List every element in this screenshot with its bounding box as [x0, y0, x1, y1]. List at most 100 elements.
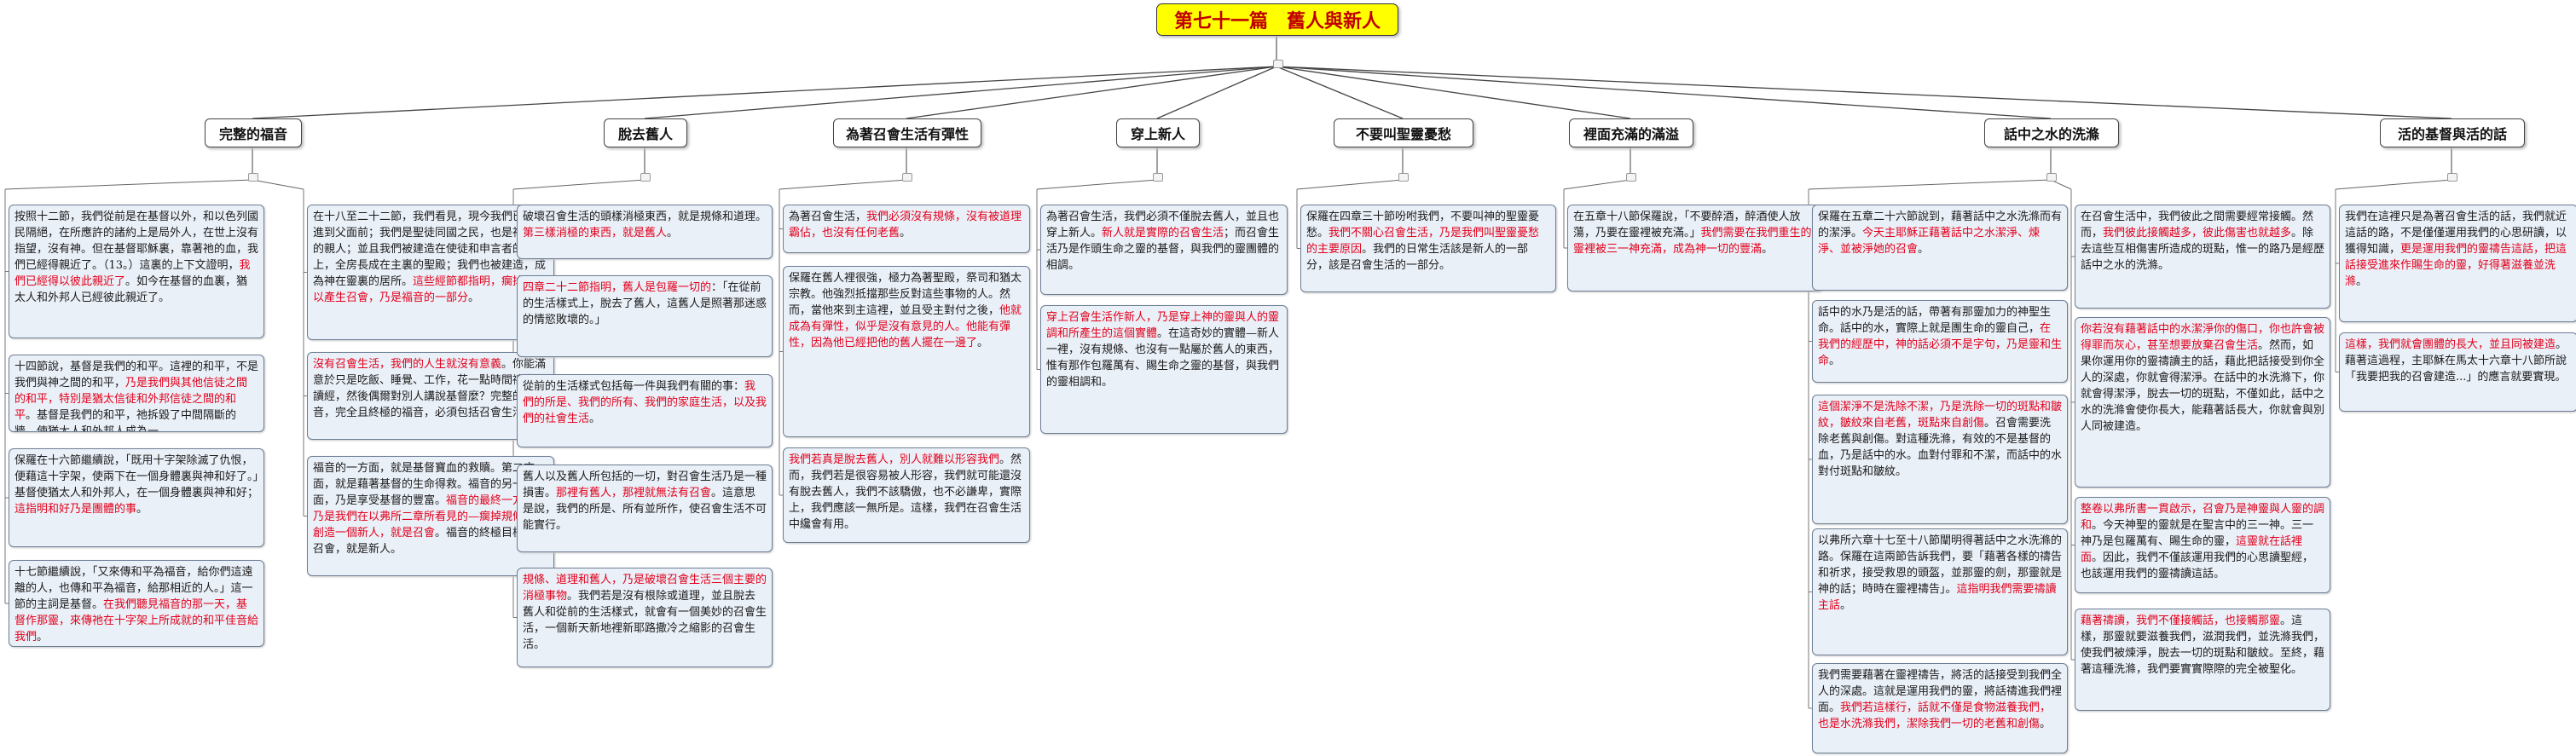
highlighted-text: 在我們的經歷中，神的話必須不是字句，乃是靈和生命: [1818, 322, 2063, 367]
topic-note[interactable]: 舊人以及舊人所包括的一切，對召會生活乃是一種損害。那裡有舊人，那裡就無法有召會。…: [517, 465, 773, 552]
branch-connector-line: [1276, 66, 2052, 119]
note-text: 在五章十八節保羅說，「不要醉酒，醉酒使人放蕩，乃要在靈裡被充滿。」: [1573, 211, 1801, 239]
highlighted-text: 這個潔淨不是洗除不潔，乃是洗除一切的斑點和皺紋，皺紋來自老舊，斑點來自創傷: [1818, 401, 2063, 430]
branch-connector-node: [2447, 173, 2457, 182]
note-text: 。基督是我們的和平，祂拆毀了中間隔斷的牆，使猶太人和外邦人成為一。: [14, 409, 237, 432]
branch-connector-line: [1276, 66, 1404, 119]
highlighted-text: 藉著禱讀，我們不僅接觸話，也接觸那靈: [2081, 615, 2281, 627]
note-text: 舊人以及舊人所包括的一切，對召會生活乃是一種損害。: [523, 470, 767, 499]
topic-note[interactable]: 我們需要藉著在靈裡禱告，將活的話接受到我們全人的深處。這就是運用我們的靈，將話禱…: [1812, 663, 2068, 753]
topic-note[interactable]: 規條、道理和舊人，乃是破壞召會生活三個主要的消極事物。我們若是沒有根除或道理，並…: [517, 568, 773, 667]
note-text: 。如今在基督的血裏，猶太人和外邦人已經彼此親近了。: [14, 275, 248, 304]
topic-note[interactable]: 在五章十八節保羅說，「不要醉酒，醉酒使人放蕩，乃要在靈裡被充滿。」我們需要在我們…: [1567, 205, 1823, 291]
note-text: 。今天神聖的靈就是在聖言中的三一神。三一神乃是包羅萬有、賜生命的靈，: [2081, 519, 2314, 548]
topic-note[interactable]: 藉著禱讀，我們不僅接觸話，也接觸那靈。這樣，那靈就要滋養我們，滋潤我們，並洗滌我…: [2075, 609, 2330, 711]
branch-connector-node: [1153, 173, 1163, 182]
highlighted-text: 我們必須沒有規條，沒有被道理霸佔，也沒有任何老舊: [789, 211, 1022, 239]
topic-note[interactable]: 十七節繼續說，「又來傳和平為福音，給你們這遠離的人，也傳和平為福音，給那相近的人…: [9, 560, 264, 647]
highlighted-text: 我們若真是脫去舊人，別人就難以形容我們: [789, 453, 1000, 466]
highlighted-text: 這樣，我們就會團體的長大，並且同被建造: [2345, 338, 2556, 351]
note-text: 按照十二節，我們從前是在基督以外，和以色列國民隔絕，在所應許的諸約上是局外人，在…: [14, 211, 259, 272]
branch-topic[interactable]: 為著召會生活有彈性: [833, 118, 981, 147]
note-text: 十四節說，基督是我們的和平。這裡的和平，不是我們與神之間的和平，: [14, 361, 259, 390]
highlighted-text: 他就成為有彈性，似乎是沒有意見的人。他能有彈性，因為他已經把他的舊人擺在一邊了: [789, 304, 1022, 349]
note-text: 為著召會生活，: [789, 211, 867, 223]
highlighted-text: 整卷以弗所書一貫啟示，召會乃是神靈與人靈的調和: [2081, 503, 2325, 532]
highlighted-text: 我們的所是、我們的所有、我們的家庭生活，以及我們的社會生活: [523, 380, 767, 425]
topic-note[interactable]: 保羅在五章二十六節說到，藉著話中之水洗滌而有的潔淨。今天主耶穌正藉著話中之水潔淨…: [1812, 205, 2068, 291]
highlighted-text: 四章二十二節指明，舊人是包羅一切的: [523, 281, 712, 294]
topic-note[interactable]: 破壞召會生活的頭樣消極東西，就是規條和道理。第三樣消極的東西，就是舊人。: [517, 205, 773, 259]
topic-note[interactable]: 保羅在四章三十節吩咐我們，不要叫神的聖靈憂愁。我們不關心召會生活，乃是我們叫聖靈…: [1300, 205, 1556, 292]
note-text: 保羅在五章二十六節說到，藉著話中之水洗滌而有的潔淨。: [1818, 211, 2063, 239]
branch-topic[interactable]: 完整的福音: [205, 118, 302, 147]
branch-connector-line: [252, 66, 1277, 119]
note-text: 。因此，我們不僅該運用我們的心思讀聖經，也該運用我們的靈禱讀這話。: [2081, 551, 2314, 580]
topic-note[interactable]: 按照十二節，我們從前是在基督以外，和以色列國民隔絕，在所應許的諸約上是局外人，在…: [9, 205, 264, 338]
note-text: 保羅在十六節繼續說，「既用十字架除滅了仇恨，便藉這十字架，使兩下在一個身體裏與神…: [14, 454, 259, 499]
branch-topic[interactable]: 裡面充滿的滿溢: [1569, 118, 1693, 147]
column-connector-line: [252, 179, 304, 190]
note-text: ：「在從前的生活樣式上，脫去了舊人，這舊人是照著那迷惑的情慾敗壞的。」: [523, 281, 767, 326]
topic-note[interactable]: 我們若真是脫去舊人，別人就難以形容我們。然而，我們若是很容易被人形容，我們就可能…: [783, 447, 1030, 543]
branch-title: 不要叫聖靈憂愁: [1355, 126, 1451, 142]
topic-note[interactable]: 話中的水乃是活的話，帶著有那靈加力的神聖生命。話中的水，實際上就是團生命的靈自己…: [1812, 300, 2068, 383]
highlighted-text: 這靈就在話裡面: [2081, 535, 2303, 564]
branch-title: 穿上新人: [1130, 126, 1185, 142]
branch-title: 話中之水的洗滌: [2003, 126, 2099, 142]
highlighted-text: 這些經節都指明，瘸掉規條以產生召會，乃是福音的一部分: [313, 275, 547, 304]
topic-note[interactable]: 我們在這裡只是為著召會生活的話，我們就近這話的路，不是僅僅運用我們的心思研讀，以…: [2339, 205, 2576, 322]
root-connector-node: [1273, 60, 1283, 68]
note-text: 。召會需要洗除老舊與創傷。對這種洗滌，有效的不是基督的血，乃是話中的水。血對付罪…: [1818, 417, 2063, 478]
branch-topic[interactable]: 不要叫聖靈憂愁: [1334, 118, 1473, 147]
topic-note[interactable]: 以弗所六章十七至十八節闡明得著話中之水洗滌的路。保羅在這兩節告訴我們，要「藉著各…: [1812, 528, 2068, 655]
note-text: 。我們若是沒有根除或道理，並且脫去舊人和從前的生活樣式，就會有一個美妙的召會生活…: [523, 590, 767, 651]
topic-note[interactable]: 在召會生活中，我們彼此之間需要經常接觸。然而，我們彼此接觸越多，彼此傷害也就越多…: [2075, 205, 2330, 309]
highlighted-text: 那裡有舊人，那裡就無法有召會: [556, 487, 712, 499]
topic-note[interactable]: 為著召會生活，我們必須沒有規條，沒有被道理霸佔，也沒有任何老舊。: [783, 205, 1030, 253]
branch-topic[interactable]: 穿上新人: [1116, 118, 1200, 147]
column-connector-line: [1808, 179, 2052, 190]
branch-connector-line: [1276, 66, 2452, 119]
root-title: 第七十一篇 舊人與新人: [1173, 10, 1381, 32]
note-text: 。在這奇妙的實體—新人一裡，沒有規條、也沒有一點屬於舊人的東西，惟有那作包羅萬有…: [1046, 327, 1280, 389]
note-text: 。: [136, 503, 148, 516]
topic-note[interactable]: 保羅在十六節繼續說，「既用十字架除滅了仇恨，便藉這十字架，使兩下在一個身體裏與神…: [9, 448, 264, 547]
note-text: 話中的水乃是活的話，帶著有那靈加力的神聖生命。話中的水，實際上就是團生命的靈自己…: [1818, 306, 2052, 335]
topic-note[interactable]: 沒有召會生活，我們的人生就沒有意義。你能滿意於只是吃飯、睡覺、工作，花一點時間禱…: [307, 352, 554, 440]
column-connector-line: [4, 179, 253, 190]
root-topic[interactable]: 第七十一篇 舊人與新人: [1156, 3, 1398, 36]
topic-note[interactable]: 穿上召會生活作新人，乃是穿上神的靈與人的靈調和所產生的這個實體。在這奇妙的實體—…: [1040, 305, 1288, 434]
highlighted-text: 穿上召會生活作新人，乃是穿上神的靈與人的靈調和所產生的這個實體: [1046, 311, 1280, 340]
branch-connector-node: [640, 173, 651, 182]
branch-title: 脫去舊人: [617, 126, 673, 142]
topic-note[interactable]: 整卷以弗所書一貫啟示，召會乃是神靈與人靈的調和。今天神聖的靈就是在聖言中的三一神…: [2075, 497, 2330, 593]
branch-title: 活的基督與活的話: [2397, 126, 2507, 142]
note-text: 從前的生活樣式包括每一件與我們有關的事：: [523, 380, 745, 393]
highlighted-text: 在我們聽見福音的那一天，基督作那靈，來傳祂在十字架上所成就的和平佳音給我們: [14, 598, 259, 643]
topic-note[interactable]: 保羅在舊人裡很強，極力為著聖殿，祭司和猶太宗教。他強烈抵擋那些反對這些事物的人。…: [783, 266, 1030, 437]
highlighted-text: 第三樣消極的東西，就是舊人: [523, 227, 668, 239]
note-text: 。然而，如果你運用你的靈禱讀主的話，藉此把話接受到你全人的深處，你就會得潔淨。在…: [2081, 339, 2325, 433]
topic-note[interactable]: 為著召會生活，我們必須不僅脫去舊人，並且也穿上新人。新人就是實際的召會生活；而召…: [1040, 205, 1288, 295]
topic-note[interactable]: 這個潔淨不是洗除不潔，乃是洗除一切的斑點和皺紋，皺紋來自老舊，斑點來自創傷。召會…: [1812, 395, 2068, 524]
branch-topic[interactable]: 話中之水的洗滌: [1984, 118, 2119, 147]
topic-note[interactable]: 你若沒有藉著話中的水潔淨你的傷口，你也許會被得罪而灰心，甚至想要放棄召會生活。然…: [2075, 317, 2330, 488]
branch-title: 完整的福音: [218, 126, 287, 142]
branch-topic[interactable]: 活的基督與活的話: [2380, 118, 2525, 147]
note-text: 破壞召會生活的頭樣消極東西，就是規條和道理。: [523, 211, 767, 223]
branch-topic[interactable]: 脫去舊人: [604, 118, 687, 147]
note-text: 。: [1829, 355, 1841, 367]
topic-note[interactable]: 這樣，我們就會團體的長大，並且同被建造。藉著這過程，主耶穌在馬太十六章十八節所說…: [2339, 332, 2576, 412]
highlighted-text: 更是運用我們的靈禱告這話，把這話接受進來作賜生命的靈，好得著滋養並洗滌: [2345, 243, 2567, 288]
note-text: 。然而，我們若是很容易被人形容，我們就可能還沒有脫去舊人，我們不該驕傲，也不必謙…: [789, 453, 1022, 531]
topic-note[interactable]: 四章二十二節指明，舊人是包羅一切的：「在從前的生活樣式上，脫去了舊人，這舊人是照…: [517, 275, 773, 357]
topic-note[interactable]: 十四節說，基督是我們的和平。這裡的和平，不是我們與神之間的和平，乃是我們與其他信…: [9, 355, 264, 432]
highlighted-text: 這指明和好乃是團體的事: [14, 503, 137, 516]
column-connector-line: [1296, 179, 1404, 190]
column-connector-line: [779, 179, 907, 190]
topic-note[interactable]: 從前的生活樣式包括每一件與我們有關的事：我們的所是、我們的所有、我們的家庭生活，…: [517, 374, 773, 447]
note-text: 。你能滿意於只是吃飯、睡覺、工作，花一點時間禱告、讀經，然後偶爾對別人講說基督麼…: [313, 358, 547, 419]
topic-note[interactable]: 在十八至二十二節，我們看見，現今我們已經得進到父面前；我們是聖徒同國之民，也是神…: [307, 205, 554, 340]
